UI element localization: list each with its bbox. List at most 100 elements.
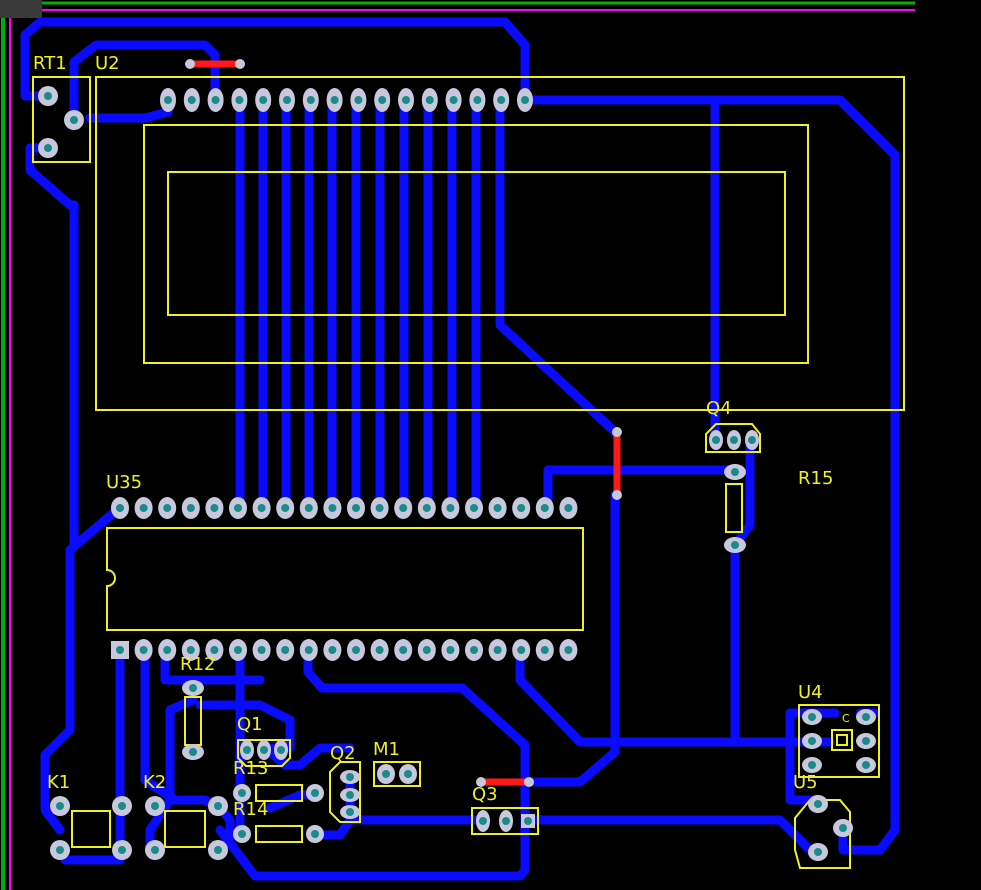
drill-hole	[243, 746, 251, 754]
label-q2: Q2	[330, 743, 356, 764]
label-r13: R13	[233, 758, 268, 779]
drill-hole	[470, 504, 478, 512]
m1-outline	[373, 761, 421, 787]
drill-hole	[163, 646, 172, 654]
drill-hole	[540, 646, 549, 654]
drill-hole	[352, 504, 360, 512]
drill-hole	[44, 92, 52, 100]
drill-hole	[118, 802, 126, 810]
drill-hole	[731, 541, 739, 549]
drill-hole	[382, 770, 390, 778]
u35-outline	[106, 527, 584, 631]
drill-hole	[281, 504, 290, 512]
drill-hole	[814, 848, 822, 856]
drill-hole	[352, 646, 360, 654]
drill-hole	[378, 96, 387, 104]
drill-hole	[163, 504, 172, 512]
drill-hole	[277, 746, 285, 754]
r15-body	[725, 483, 743, 533]
drill-hole	[259, 96, 268, 104]
traces	[20, 17, 900, 881]
drill-hole	[304, 646, 313, 654]
u2-outline	[95, 76, 905, 411]
drill-hole	[517, 646, 526, 654]
u4-sensor-inner	[836, 734, 848, 746]
drill-hole	[808, 761, 816, 769]
label-u5: U5	[793, 772, 818, 793]
u4-sensor	[831, 729, 853, 751]
drill-hole	[521, 96, 529, 104]
r14-body	[255, 825, 303, 843]
drill-hole	[189, 748, 197, 756]
drill-hole	[306, 96, 315, 104]
drill-hole	[44, 144, 52, 152]
u4-outline	[798, 704, 880, 778]
drill-hole	[139, 646, 148, 654]
drill-hole	[234, 504, 242, 512]
drill-hole	[808, 713, 816, 721]
q3-outline	[471, 807, 539, 835]
drill-hole	[211, 96, 220, 104]
drill-hole	[257, 646, 266, 654]
label-rt1: RT1	[33, 53, 67, 74]
drill-hole	[497, 96, 506, 104]
silkscreen	[32, 76, 905, 869]
drill-hole	[214, 846, 222, 854]
drill-hole	[502, 817, 510, 825]
drill-hole	[116, 646, 124, 654]
label-k2: K2	[143, 772, 166, 793]
drill-hole	[235, 96, 244, 104]
drill-hole	[283, 96, 291, 104]
drill-hole	[493, 646, 502, 654]
drill-hole	[399, 504, 408, 512]
drill-hole	[281, 646, 290, 654]
q1-outline	[237, 739, 291, 767]
reference-labels: RT1 U2 U35 Q4 R15 R12 Q1 R13 R14 Q2 M1 Q…	[33, 53, 850, 820]
u2-display-bezel	[143, 124, 809, 364]
label-q3: Q3	[472, 784, 498, 805]
k2-body	[164, 810, 206, 848]
drill-hole	[304, 504, 313, 512]
drill-hole	[564, 504, 573, 512]
label-m1: M1	[373, 739, 400, 760]
jumpers	[186, 60, 621, 786]
drill-hole	[56, 846, 64, 854]
label-q1: Q1	[237, 714, 263, 735]
drill-hole	[839, 824, 847, 832]
drill-hole	[214, 802, 222, 810]
drill-hole	[748, 436, 756, 444]
drill-hole	[564, 646, 573, 654]
drill-hole	[449, 96, 458, 104]
drill-hole	[210, 646, 219, 654]
drill-hole	[328, 504, 337, 512]
drill-hole	[470, 646, 478, 654]
label-r12: R12	[180, 654, 215, 675]
drill-hole	[234, 646, 242, 654]
drill-hole	[151, 846, 159, 854]
u5-outline	[794, 799, 851, 869]
drill-hole	[425, 96, 434, 104]
drill-hole	[354, 96, 363, 104]
drill-hole	[446, 504, 455, 512]
drill-hole	[187, 96, 196, 104]
drill-hole	[731, 468, 739, 476]
drill-hole	[346, 808, 354, 816]
label-u35: U35	[106, 472, 142, 493]
drill-hole	[346, 791, 354, 799]
drill-hole	[446, 646, 455, 654]
drill-hole	[730, 436, 738, 444]
drill-hole	[517, 504, 526, 512]
drill-hole	[540, 504, 549, 512]
drill-hole	[422, 504, 431, 512]
drill-hole	[346, 773, 354, 781]
corner-widget	[0, 0, 42, 18]
drill-hole	[116, 504, 124, 512]
pads	[38, 86, 876, 861]
drill-hole	[118, 846, 126, 854]
drill-hole	[257, 504, 266, 512]
label-r14: R14	[233, 799, 268, 820]
drill-hole	[375, 504, 384, 512]
drill-hole	[422, 646, 431, 654]
rt1-outline	[32, 76, 91, 163]
